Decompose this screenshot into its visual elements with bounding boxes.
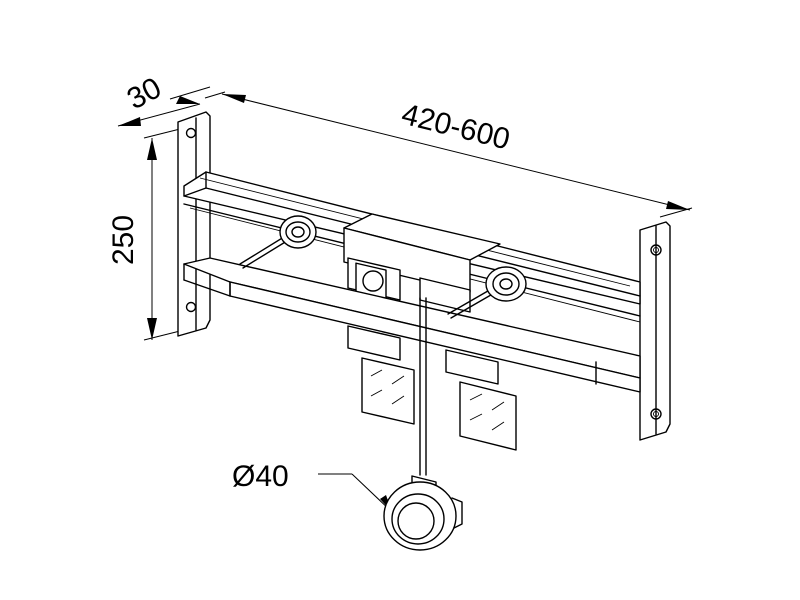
height-label: 250	[107, 215, 140, 265]
center-plate	[343, 213, 501, 313]
width-ext-left	[204, 91, 226, 99]
width-arrow-right	[666, 201, 690, 210]
right-foot	[445, 349, 517, 451]
left-nut	[279, 215, 317, 249]
pipe-clamp	[383, 475, 463, 551]
depth-arrow-right	[176, 96, 200, 104]
clamp-ring-inner	[391, 493, 445, 545]
height-arrow-top	[147, 138, 157, 160]
width-label: 420-600	[398, 98, 513, 157]
left-foot	[347, 325, 415, 425]
height-arrow-bottom	[147, 318, 157, 340]
center-plate-hole	[362, 270, 384, 292]
right-upper-bolt	[650, 244, 662, 256]
right-lower-bolt	[650, 408, 662, 420]
left-upper-hole	[185, 127, 197, 139]
dimension-height: 250	[107, 127, 185, 341]
lower-rail	[183, 257, 641, 393]
left-upright	[177, 111, 211, 337]
right-nut	[485, 266, 527, 302]
right-upright	[639, 221, 671, 441]
clamp-ring-outer	[383, 481, 457, 551]
right-connector	[447, 266, 527, 319]
left-connector	[239, 215, 317, 269]
drain-pipe	[419, 297, 427, 476]
width-dim-line	[221, 93, 691, 211]
depth-arrow-left	[118, 117, 141, 126]
dimension-diameter: Ø40	[232, 460, 393, 513]
left-lower-hole	[185, 301, 197, 313]
depth-label: 30	[122, 71, 167, 116]
diameter-label: Ø40	[232, 460, 289, 493]
width-arrow-left	[222, 94, 246, 103]
depth-dim-line-top	[169, 86, 211, 100]
